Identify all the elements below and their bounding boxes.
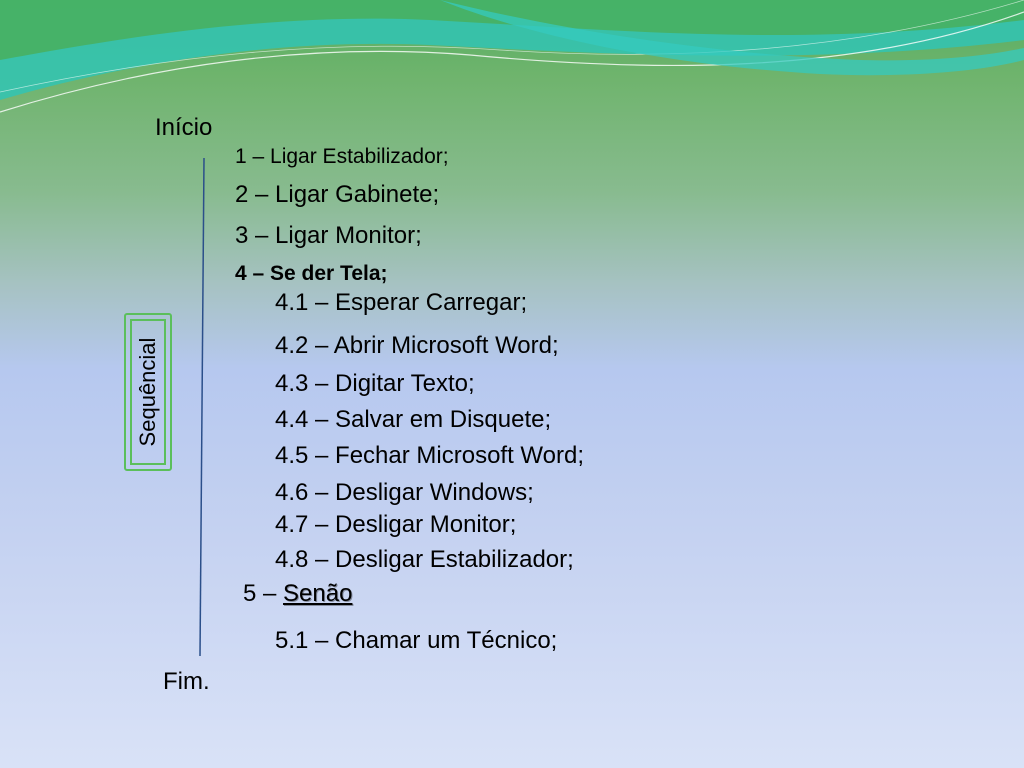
step-3: 3 – Ligar Monitor; bbox=[235, 222, 422, 249]
end-label: Fim. bbox=[163, 668, 210, 695]
decorative-waves bbox=[0, 0, 1024, 113]
step-5-1: 5.1 – Chamar um Técnico; bbox=[275, 627, 558, 654]
step-2: 2 – Ligar Gabinete; bbox=[235, 181, 440, 208]
step-5-prefix: 5 – bbox=[243, 580, 284, 607]
step-4-7: 4.7 – Desligar Monitor; bbox=[275, 511, 517, 538]
step-4-1: 4.1 – Esperar Carregar; bbox=[275, 289, 528, 316]
step-4: 4 – Se der Tela; bbox=[235, 262, 388, 285]
step-4-2: 4.2 – Abrir Microsoft Word; bbox=[275, 332, 559, 359]
step-5: 5 – Senão bbox=[243, 580, 352, 608]
step-4-8: 4.8 – Desligar Estabilizador; bbox=[275, 546, 574, 573]
sequential-label-inner-border bbox=[130, 319, 166, 465]
step-4-6: 4.6 – Desligar Windows; bbox=[275, 479, 534, 506]
step-5-keyword: Senão bbox=[283, 580, 353, 607]
step-4-4: 4.4 – Salvar em Disquete; bbox=[275, 406, 552, 433]
step-4-5: 4.5 – Fechar Microsoft Word; bbox=[275, 442, 584, 469]
step-1: 1 – Ligar Estabilizador; bbox=[235, 145, 449, 168]
sequential-label-box: Sequêncial bbox=[124, 313, 172, 471]
sequential-label: Sequêncial bbox=[135, 337, 160, 447]
start-label: Início bbox=[155, 114, 213, 141]
step-4-3: 4.3 – Digitar Texto; bbox=[275, 370, 475, 397]
